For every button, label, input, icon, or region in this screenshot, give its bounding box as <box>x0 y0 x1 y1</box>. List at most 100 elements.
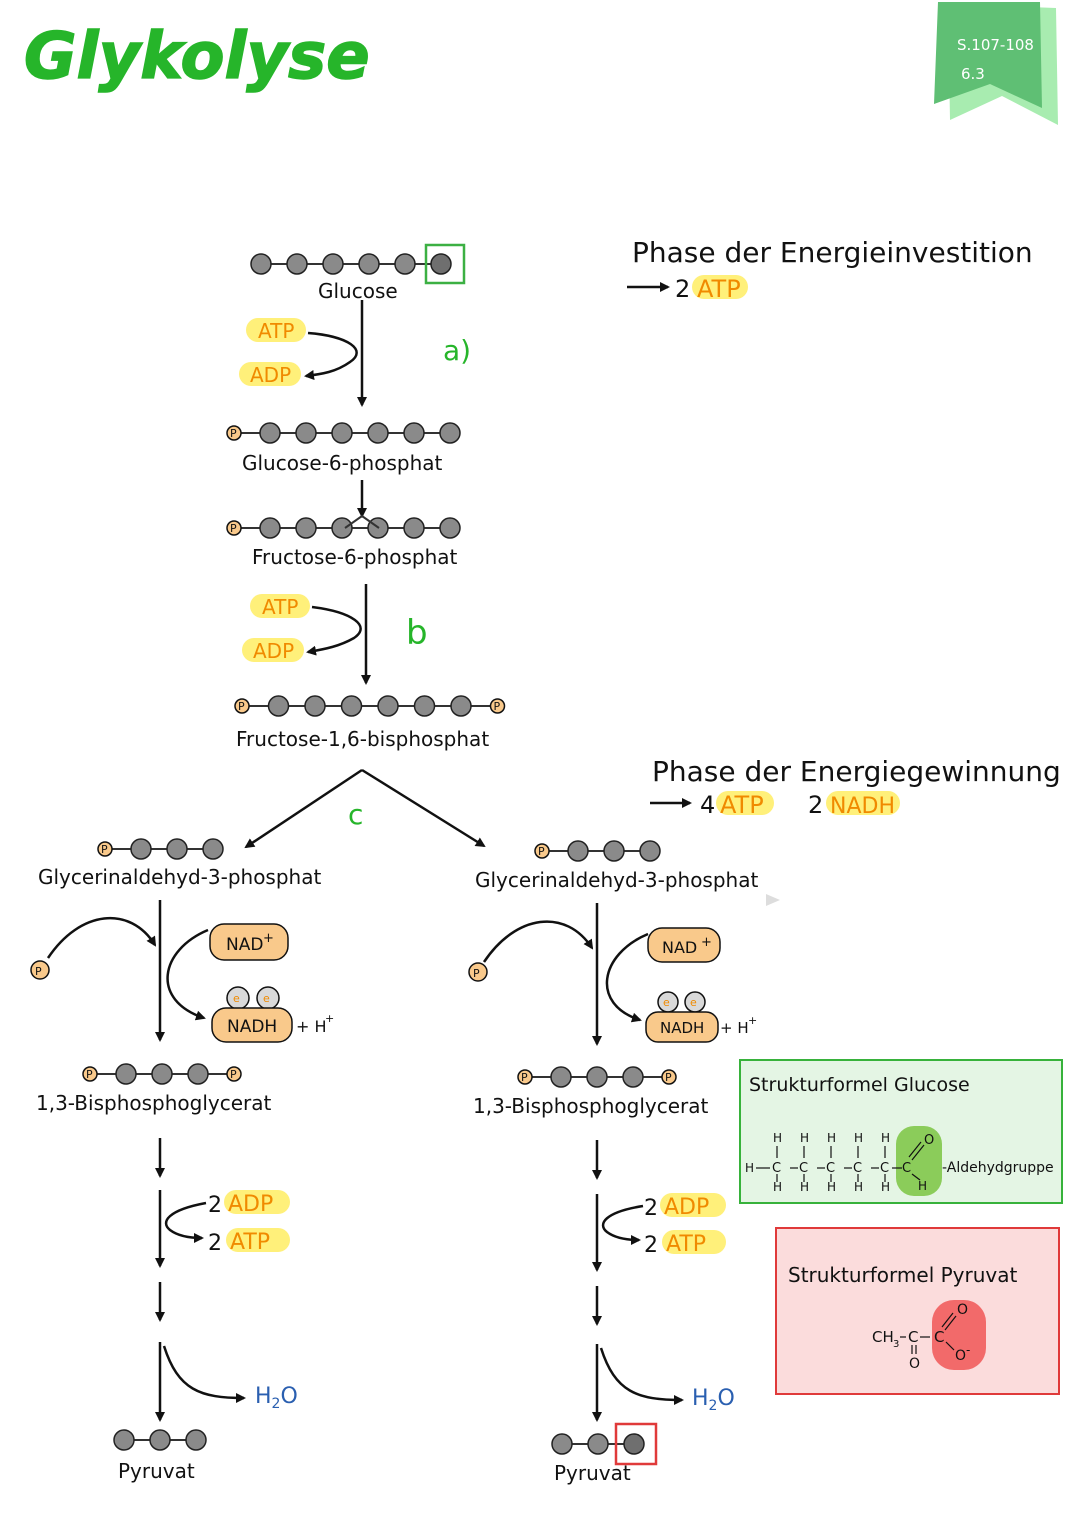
right-electron-2: e <box>690 996 697 1009</box>
left-phosphate-curve <box>46 916 157 959</box>
carbon-atom <box>250 253 272 275</box>
glucose-atom: C <box>880 1161 889 1176</box>
phosphate-group <box>226 520 242 536</box>
phase-investment-atp-unit: ATP <box>697 275 741 303</box>
carbon-atom <box>331 422 353 444</box>
glucose-atom: H <box>745 1161 754 1175</box>
phosphate-group <box>517 1069 533 1085</box>
carbon-atom <box>403 422 425 444</box>
phosphate-group <box>489 698 506 714</box>
phosphate-group <box>82 1066 98 1082</box>
section-number: 6.3 <box>961 65 985 83</box>
right-adp-label: ADP <box>664 1195 709 1220</box>
glucose-atom: C <box>772 1161 781 1176</box>
pyruvat-atom: - <box>966 1343 970 1357</box>
phosphate-symbol: P <box>538 845 545 858</box>
page-title: Glykolyse <box>24 20 370 94</box>
step-a-atp-adp-curve <box>304 331 358 380</box>
left-water-label: H2O <box>255 1384 298 1412</box>
right-nad-charge: + <box>701 935 712 950</box>
carbon-atom <box>439 422 461 444</box>
carbon-atom <box>367 422 389 444</box>
gap-left-label: Glycerinaldehyd-3-phosphat <box>38 865 321 889</box>
page-numbers: S.107-108 <box>957 36 1034 54</box>
left-water-curve <box>162 1345 246 1403</box>
step-b-label: b <box>406 613 428 653</box>
left-nad-charge: + <box>263 931 274 946</box>
step-a-label: a) <box>443 334 471 367</box>
phosphate-symbol: P <box>101 843 108 856</box>
right-h-plus: + H <box>720 1019 749 1037</box>
phase-yield-label: Phase der Energiegewinnung <box>652 755 1061 788</box>
split-arrow-left <box>244 768 363 849</box>
step-a-adp-label: ADP <box>250 363 291 387</box>
right-nad-curve <box>605 932 649 1023</box>
pyruvat-atom: CH <box>872 1328 894 1346</box>
glucose-atom: H <box>918 1179 927 1193</box>
glucose-atom: O <box>924 1133 934 1148</box>
left-electron-2: e <box>263 992 270 1005</box>
left-atp-label: ATP <box>230 1230 270 1255</box>
carbon-atom <box>439 517 461 539</box>
left-nadh-shape <box>211 1007 293 1043</box>
carbon-atom <box>331 517 353 539</box>
phase-yield-nadh-unit: NADH <box>830 794 895 819</box>
right-nadh-shape <box>645 1011 719 1043</box>
carbon-atom <box>551 1433 573 1455</box>
carbon-atom <box>151 1063 173 1085</box>
step-b-atp-adp-curve <box>306 605 362 656</box>
right-inorganic-phosphate <box>468 962 488 982</box>
phosphate-symbol: P <box>230 427 237 440</box>
right-nad-shape <box>647 927 721 963</box>
right-water-label: H2O <box>692 1386 735 1414</box>
carbon-atom <box>295 422 317 444</box>
carbon-atom <box>622 1066 644 1088</box>
carbon-atom <box>603 840 625 862</box>
f6p-label: Fructose-6-phosphat <box>252 545 458 569</box>
f16bp-label: Fructose-1,6-bisphosphat <box>236 727 489 751</box>
carbon-atom <box>377 695 399 717</box>
carbon-atom <box>202 838 224 860</box>
aldehyd-group-highlight <box>896 1126 942 1196</box>
phosphate-group <box>534 843 550 859</box>
glucose-atom: H <box>854 1180 863 1194</box>
glucose-atom: C <box>799 1161 808 1176</box>
carbon-atom <box>259 422 281 444</box>
right-adp-count: 2 <box>644 1196 658 1221</box>
glucose-atom: H <box>827 1131 836 1145</box>
phase-investment-atp-count: 2 <box>675 275 690 303</box>
pyruvat-right-label: Pyruvat <box>554 1461 631 1485</box>
carbon-atom <box>166 838 188 860</box>
phosphate-group <box>226 1066 242 1082</box>
carbon-atom <box>113 1429 135 1451</box>
carbon-atom <box>304 695 326 717</box>
right-water-curve <box>599 1347 684 1405</box>
carbon-atom <box>286 253 308 275</box>
glucose-atom: H <box>881 1131 890 1145</box>
left-atp-count: 2 <box>208 1231 222 1256</box>
carbon-atom <box>639 840 661 862</box>
phosphate-symbol: P <box>238 700 245 713</box>
left-inorganic-phosphate <box>30 960 50 980</box>
pyruvat-left-label: Pyruvat <box>118 1459 195 1483</box>
carbon-atom <box>413 695 436 717</box>
glucose-atom: H <box>773 1180 782 1194</box>
carbon-atom <box>450 695 472 717</box>
phosphate-group <box>97 841 113 857</box>
carbon-atom <box>130 838 152 860</box>
gap-right-chain: P <box>534 840 661 862</box>
left-nad-curve <box>166 928 209 1021</box>
glucose-atom: H <box>800 1180 809 1194</box>
right-atp-label: ATP <box>666 1232 706 1257</box>
watermark-triangle <box>766 894 780 906</box>
carbon-atom <box>295 517 317 539</box>
carbon-atom <box>185 1429 207 1451</box>
glucose-atom: H <box>800 1131 809 1145</box>
gap-right-label: Glycerinaldehyd-3-phosphat <box>475 868 758 892</box>
phosphate-symbol: P <box>494 700 501 713</box>
right-inorganic-phosphate-label: P <box>473 967 480 980</box>
